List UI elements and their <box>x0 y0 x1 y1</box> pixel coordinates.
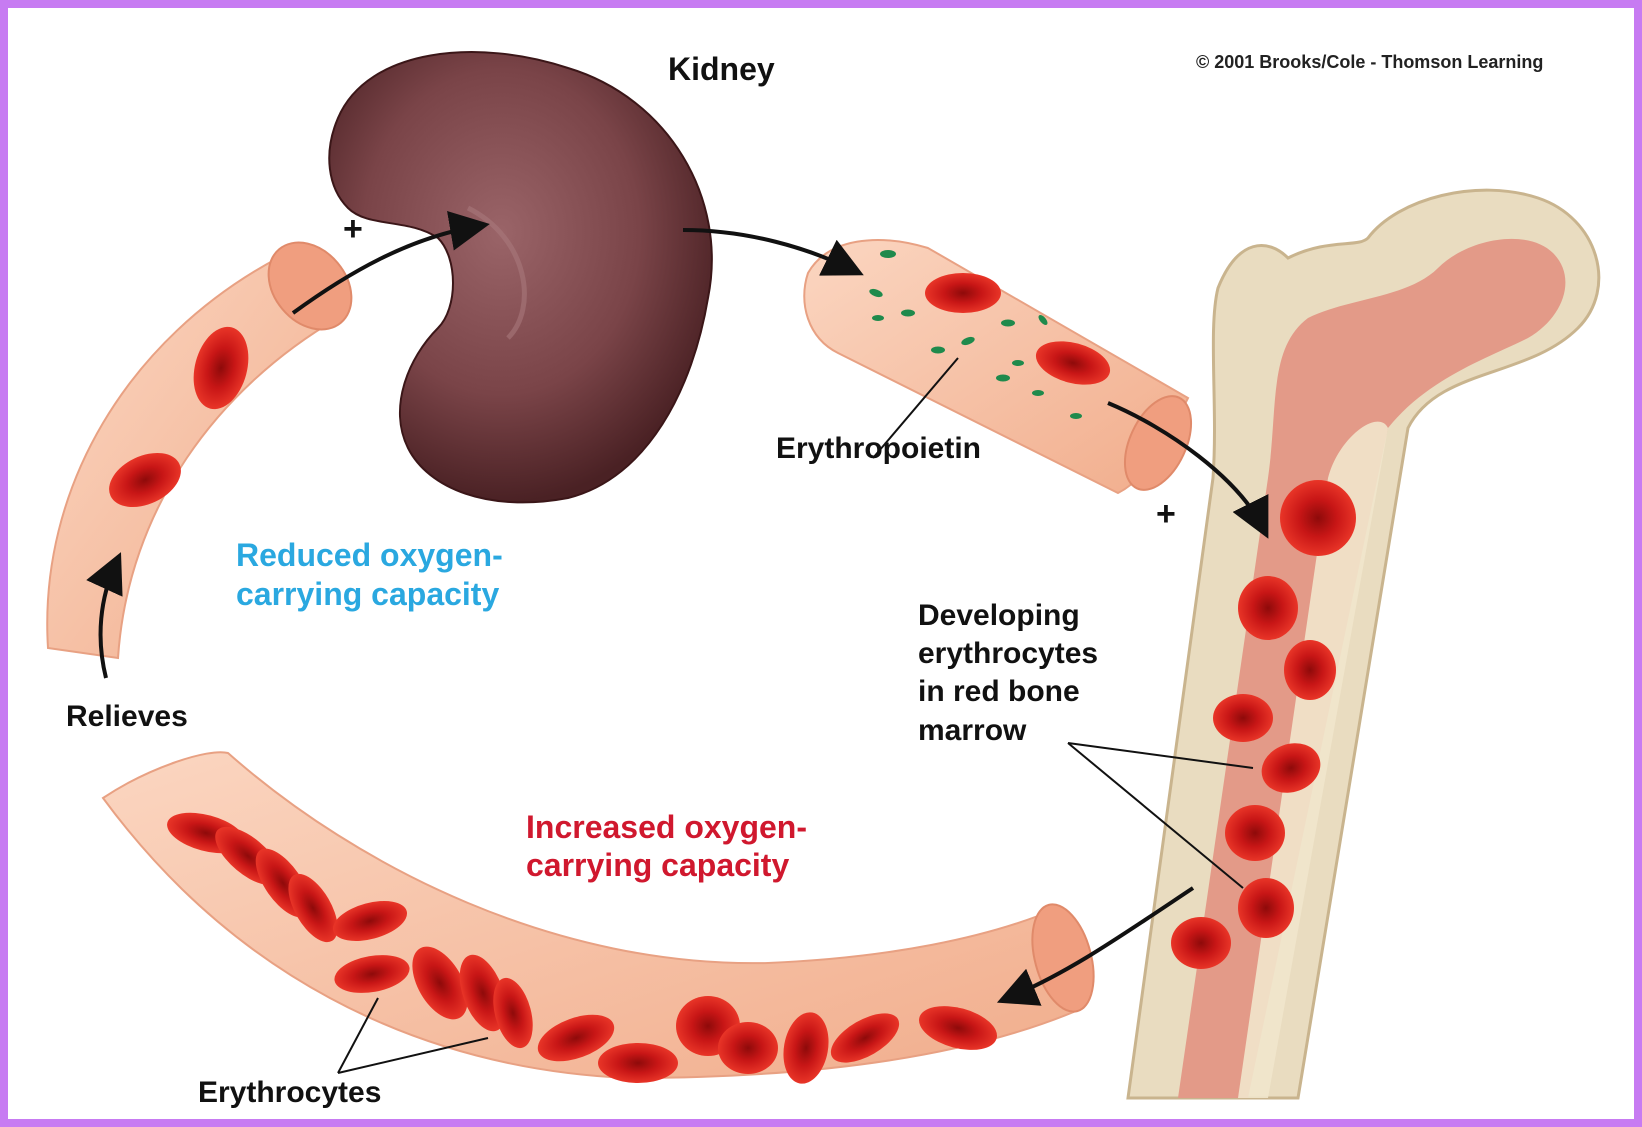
developing-line1: Developing <box>918 599 1080 632</box>
rbc-marrow <box>1238 576 1298 640</box>
erythrocytes-label: Erythrocytes <box>198 1076 381 1109</box>
plus-kidney: + <box>343 210 363 248</box>
developing-line4: marrow <box>918 714 1027 747</box>
rbc-marrow <box>1225 805 1285 861</box>
rbc-marrow <box>1213 694 1273 742</box>
erythropoiesis-diagram: © 2001 Brooks/Cole - Thomson Learning Ki… <box>8 8 1634 1119</box>
erythropoietin-label: Erythropoietin <box>776 432 981 465</box>
kidney-illustration <box>329 52 712 502</box>
reduced-line2: carrying capacity <box>236 576 499 612</box>
rbc-marrow <box>1238 878 1294 938</box>
increased-line2: carrying capacity <box>526 847 789 883</box>
increased-line1: Increased oxygen- <box>526 809 807 845</box>
kidney-label: Kidney <box>668 51 775 87</box>
plus-bone: + <box>1156 495 1176 533</box>
developing-line3: in red bone <box>918 675 1080 708</box>
rbc <box>598 1043 678 1083</box>
reduced-line1: Reduced oxygen- <box>236 537 503 573</box>
rbc-marrow <box>1284 640 1336 700</box>
rbc <box>718 1022 778 1074</box>
rbc-marrow <box>1280 480 1356 556</box>
diagram-frame: © 2001 Brooks/Cole - Thomson Learning Ki… <box>8 8 1634 1119</box>
developing-line2: erythrocytes <box>918 637 1098 670</box>
copyright-text: © 2001 Brooks/Cole - Thomson Learning <box>1196 52 1543 72</box>
rbc-marrow <box>1171 917 1231 969</box>
rbc <box>925 273 1001 313</box>
relieves-label: Relieves <box>66 700 188 733</box>
